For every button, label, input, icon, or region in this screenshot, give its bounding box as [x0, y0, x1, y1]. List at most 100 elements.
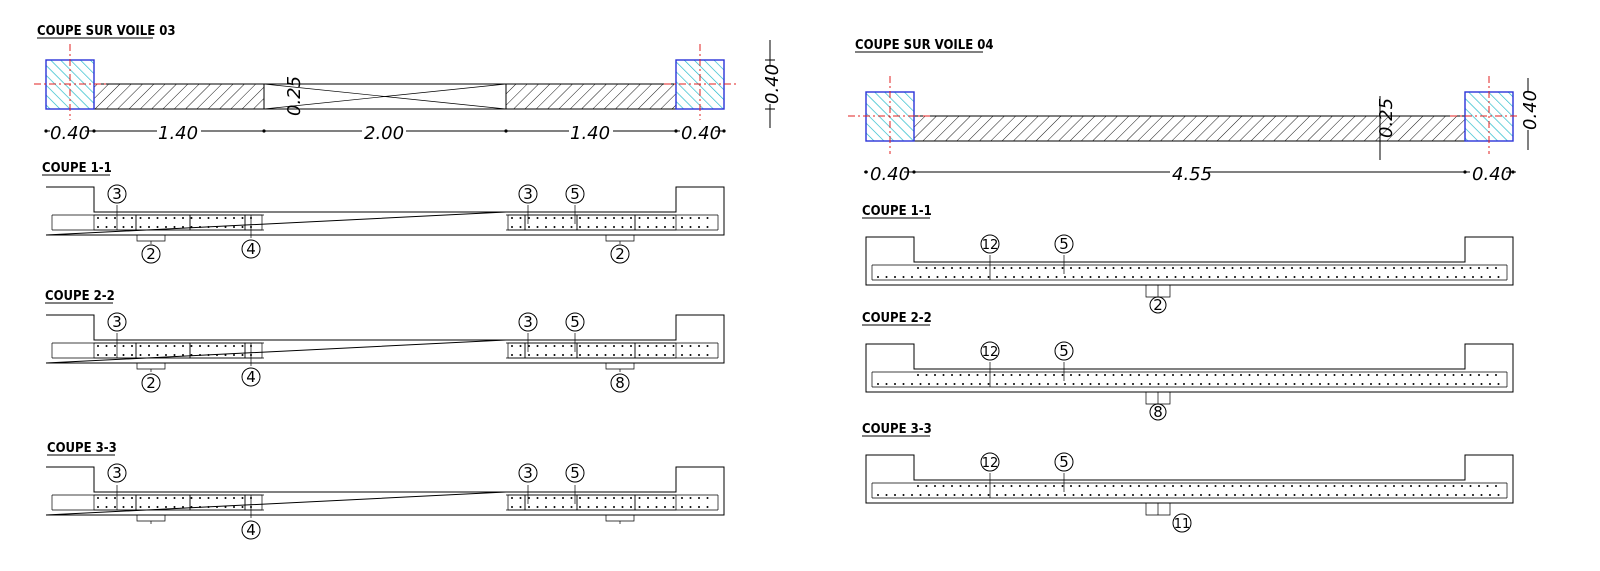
right-s1-dots-bot	[1446, 276, 1449, 278]
right-s3-dots-top	[1367, 485, 1370, 487]
left-s1-dots-bot-1	[122, 226, 125, 228]
left-s2-dots-bot-1	[241, 354, 244, 356]
left-s1-dots-bot-2	[579, 226, 581, 228]
left-s2-dots-top-1	[182, 345, 184, 347]
right-s1-dots-bot	[1149, 276, 1151, 278]
left-s1-dots-top-2	[545, 217, 547, 219]
right-s1-dots-top	[1282, 267, 1285, 269]
left-s3-dots-bot-2	[562, 506, 564, 508]
right-s1-dots-bot	[1489, 276, 1491, 278]
right-s2-dots-top	[1206, 374, 1208, 376]
right-s3-dots-bot	[945, 494, 947, 496]
left-s1-dots-top-1	[233, 217, 235, 219]
right-s3-dots-top	[959, 485, 962, 487]
right-s1-dots-bot	[1336, 276, 1338, 278]
right-s1-dots-bot	[1183, 276, 1185, 278]
left-s2-dots-bot-1	[233, 354, 235, 356]
left-s1-dots-bot-2	[553, 226, 556, 228]
right-s3-dots-top	[1163, 485, 1166, 487]
left-s2-dots-top-1	[173, 345, 176, 347]
right-s3-dots-top	[1469, 485, 1472, 487]
left-s3-dots-top-2	[630, 497, 632, 499]
right-s3-dots-top	[1087, 485, 1089, 487]
right-s2-dots-bot	[1472, 383, 1474, 385]
right-s2-dots-top	[1019, 374, 1021, 376]
left-s2-dots-top-1	[105, 345, 108, 347]
right-s3-dots-top	[1427, 485, 1429, 487]
right-s1-dots-top	[1112, 267, 1115, 269]
left-s3-dots-top-2	[519, 497, 522, 499]
right-s1-dots-bot	[1123, 276, 1126, 278]
right-s3-outline	[865, 454, 1514, 504]
left-drawing: COUPE SUR VOILE 03 0.25 0.40 0.40	[34, 24, 783, 540]
left-s2-dots-top-1	[199, 345, 201, 347]
left-s2-dots-top-1	[165, 345, 167, 347]
right-s3-dots-top	[951, 485, 953, 487]
right-s2-dots-top	[1291, 374, 1293, 376]
left-s1-dots-top-2	[528, 217, 530, 219]
left-s3-dots-top-1	[241, 497, 244, 499]
right-s2-dots-bot	[936, 383, 939, 385]
left-s3-dots-top-2	[511, 497, 513, 499]
right-s3-dots-top	[1027, 485, 1030, 487]
left-s3-dots-top-1	[224, 497, 227, 499]
right-s1-dots-top	[1214, 267, 1217, 269]
right-s2-dots-top	[1027, 374, 1030, 376]
right-s1-dots-bot	[945, 276, 947, 278]
right-s2-dots-bot	[1166, 383, 1168, 385]
right-s2-dots-bot	[1361, 383, 1364, 385]
left-s3-dots-top-2	[647, 497, 649, 499]
right-s1-dots-top	[976, 267, 979, 269]
left-s3-dots-bot-2	[536, 506, 539, 508]
left-s1-dots-top-2	[689, 217, 692, 219]
right-s1-dots-top	[1223, 267, 1225, 269]
left-s2-dots-top-2	[655, 345, 658, 347]
left-s2-stirrup-b2	[524, 342, 578, 359]
left-s2-dots-top-1	[224, 345, 227, 347]
right-s3-dots-bot	[1438, 494, 1440, 496]
left-s3-dots-top-2	[621, 497, 624, 499]
right-s2-dots-top	[1070, 374, 1072, 376]
right-s3-dots-bot	[1336, 494, 1338, 496]
right-s1-dots-top	[1206, 267, 1208, 269]
right-s3-dots-bot	[1404, 494, 1406, 496]
left-s3-dots-top-1	[114, 497, 116, 499]
right-s3-dots-bot	[1208, 494, 1211, 496]
left-height-label: 0.40	[762, 64, 783, 104]
left-s1-mark-top-1-label: 3	[112, 185, 122, 203]
left-s3-dots-top-2	[536, 497, 539, 499]
left-s1-dots-bot-1	[216, 226, 218, 228]
right-s2-dots-top	[942, 374, 945, 376]
left-s2-dots-top-1	[190, 345, 193, 347]
right-s1-dots-bot	[1387, 276, 1389, 278]
left-s1-dots-bot-2	[647, 226, 649, 228]
left-s2-dots-bot-1	[199, 354, 201, 356]
right-s1-mark-top-2	[1054, 234, 1074, 254]
left-s2-dots-top-2	[664, 345, 666, 347]
left-s1-dots-bot-1	[131, 226, 133, 228]
right-s1-dots-top	[1461, 267, 1463, 269]
left-s1-dots-bot-1	[233, 226, 235, 228]
left-section-2-title: COUPE 2-2	[45, 289, 115, 304]
left-s1-dots-top-2	[613, 217, 615, 219]
left-s1-mark-bot-1	[141, 244, 161, 264]
right-s2-dots-top	[1053, 374, 1055, 376]
left-s2-bracket-2	[605, 363, 635, 370]
left-s3-dots-bot-2	[689, 506, 692, 508]
right-s1-dots-top	[1053, 267, 1055, 269]
left-s1-mark-top-1	[107, 184, 127, 204]
left-s1-mark-top-2-label: 3	[523, 185, 533, 203]
right-s3-dots-bot	[1455, 494, 1457, 496]
right-s1-dots-bot	[1497, 276, 1500, 278]
right-s1-dots-top	[1104, 267, 1106, 269]
right-s1-dots-top	[1036, 267, 1038, 269]
right-s3-dots-bot	[877, 494, 879, 496]
right-s2-dots-bot	[1387, 383, 1389, 385]
left-s1-dots-bot-1	[148, 226, 150, 228]
right-s3-dots-bot	[996, 494, 998, 496]
left-s2-mark-bot-1	[141, 373, 161, 393]
right-s3-dots-top	[1444, 485, 1446, 487]
right-s1-dots-bot	[902, 276, 905, 278]
right-s3-dots-bot	[1480, 494, 1483, 496]
right-s3-dots-top	[976, 485, 979, 487]
